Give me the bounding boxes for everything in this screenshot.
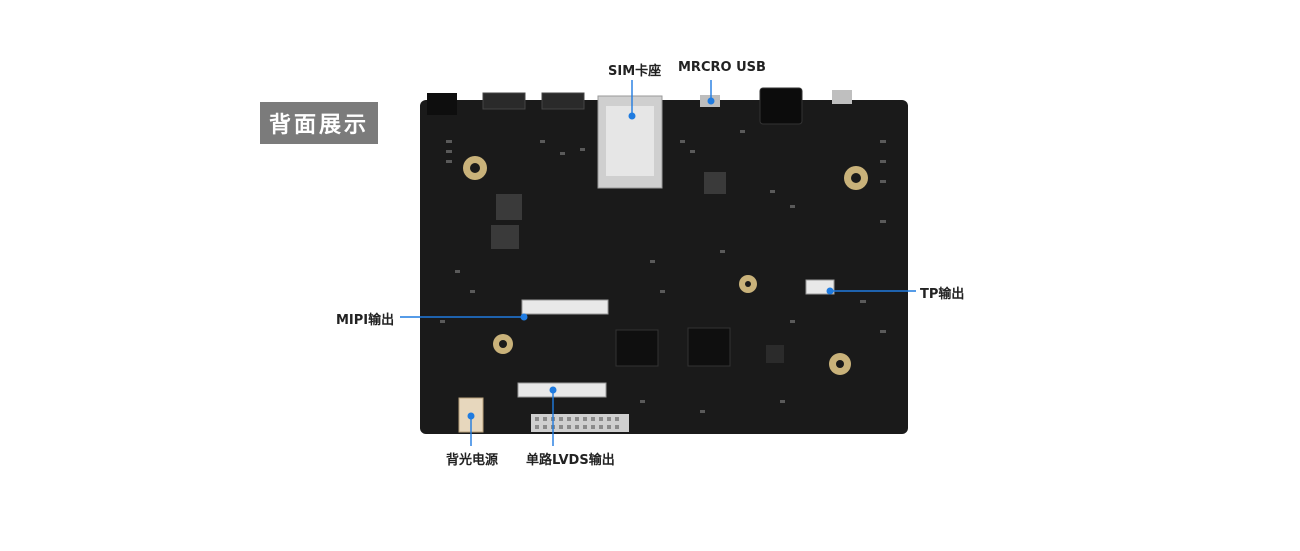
side-jack [832,90,852,104]
callout-lvds: 单路LVDS输出 [526,453,615,468]
callout-usb: MRCRO USB [678,60,766,75]
leader-dot-backlight [467,412,475,420]
callout-mipi: MIPI输出 [336,313,395,328]
mipi-fpc-connector [521,299,609,315]
ethernet-port-1 [482,92,526,110]
callout-tp: TP输出 [920,287,965,302]
section-badge: 背面展示 [260,102,378,144]
leader-dot-usb [707,97,715,105]
audio-jack [759,87,803,125]
pcb-body [420,100,908,434]
leader-dot-sim [628,112,636,120]
dc-jack [427,93,457,115]
inductor [491,225,519,249]
leader-dot-tp [826,287,834,295]
ethernet-port-2 [541,92,585,110]
leader-dot-mipi [520,313,528,321]
ic-chip [766,345,784,363]
memory-chip [687,327,731,367]
lvds-fpc-connector [517,382,607,398]
inductor [704,172,726,194]
inductor [496,194,522,220]
callout-backlight: 背光电源 [446,453,499,468]
leader-dot-lvds [549,386,557,394]
memory-chip [615,329,659,367]
pin-header [531,414,629,432]
callout-sim: SIM卡座 [608,64,662,79]
